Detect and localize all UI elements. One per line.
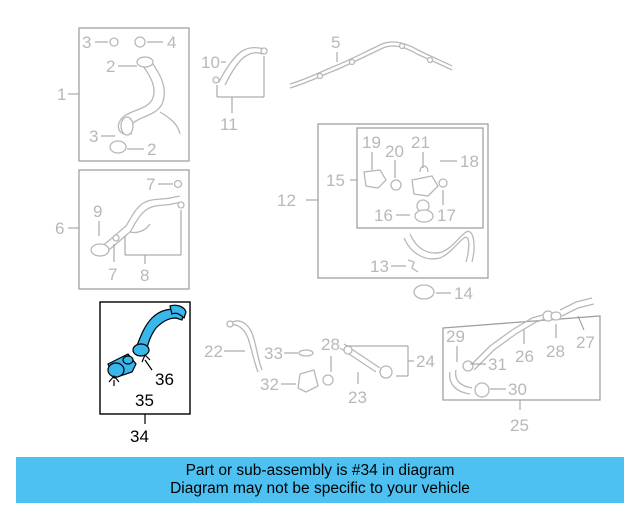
part-22: 22	[204, 320, 263, 373]
parts-diagram: 1 3 4 2 3 2 10 11 5	[55, 27, 601, 446]
banner-line-2: Diagram may not be specific to your vehi…	[170, 480, 470, 497]
callout-3b: 3	[89, 127, 98, 146]
callout-23: 23	[348, 388, 367, 407]
callout-1: 1	[57, 85, 66, 104]
callout-12: 12	[277, 191, 296, 210]
group-12: 12 15 19 20 21 18 16 17 13	[277, 123, 489, 279]
callout-22: 22	[204, 342, 223, 361]
callout-13: 13	[370, 257, 389, 276]
callout-21: 21	[411, 133, 430, 152]
callout-10: 10	[201, 53, 220, 72]
callout-19: 19	[362, 133, 381, 152]
group-11: 10 11	[201, 46, 268, 134]
callout-9: 9	[93, 202, 102, 221]
callout-16: 16	[374, 206, 393, 225]
callout-18: 18	[460, 152, 479, 171]
callout-25: 25	[510, 416, 529, 435]
callout-11: 11	[220, 115, 238, 134]
callout-34: 34	[130, 427, 149, 446]
callout-7a: 7	[146, 175, 155, 194]
group-24: 33 32 28 24 23	[260, 335, 435, 407]
group-34-highlighted: 36 35 34	[99, 301, 191, 446]
callout-2a: 2	[106, 57, 115, 76]
callout-33: 33	[264, 344, 283, 363]
callout-32: 32	[260, 375, 279, 394]
callout-20: 20	[385, 142, 404, 161]
group-6: 6 7 9 7 8	[55, 169, 190, 290]
callout-26: 26	[515, 347, 534, 366]
callout-17: 17	[437, 206, 456, 225]
callout-7b: 7	[108, 265, 117, 284]
banner-line-1: Part or sub-assembly is #34 in diagram	[185, 462, 455, 479]
info-banner: Part or sub-assembly is #34 in diagram D…	[16, 457, 624, 503]
group-25: 29 31 26 28 27 30 25	[442, 297, 601, 435]
callout-4: 4	[167, 33, 176, 52]
callout-28b: 28	[546, 342, 565, 361]
callout-35: 35	[135, 391, 154, 410]
callout-36: 36	[155, 370, 174, 389]
callout-24: 24	[416, 352, 435, 371]
callout-14: 14	[454, 284, 473, 303]
part-14: 14	[413, 284, 473, 303]
group-5: 5	[289, 33, 453, 89]
callout-8: 8	[140, 266, 149, 285]
group-1: 1 3 4 2 3 2	[57, 27, 190, 162]
callout-5: 5	[331, 33, 340, 52]
callout-27: 27	[576, 333, 595, 352]
callout-15: 15	[326, 171, 345, 190]
callout-6: 6	[55, 219, 64, 238]
callout-31: 31	[488, 355, 507, 374]
callout-2b: 2	[147, 140, 156, 159]
callout-28: 28	[321, 335, 340, 354]
callout-29: 29	[446, 327, 465, 346]
callout-3a: 3	[82, 33, 91, 52]
callout-30: 30	[508, 380, 527, 399]
